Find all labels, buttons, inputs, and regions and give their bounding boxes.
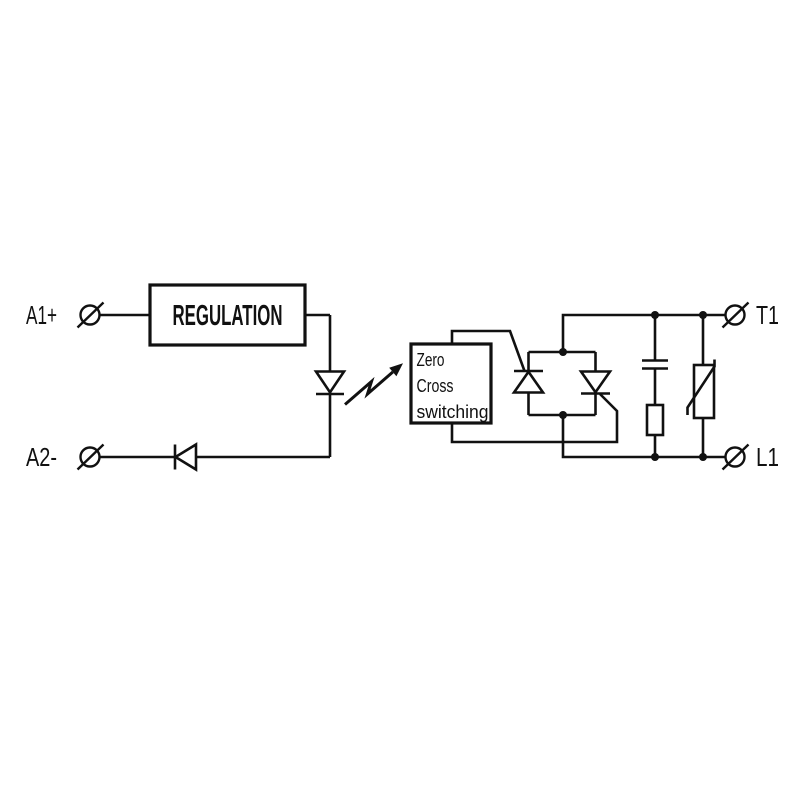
optical-signal-line [344, 370, 394, 406]
junction-dot [559, 348, 567, 356]
terminal-t1-icon [721, 301, 750, 329]
scr-right-triangle [578, 370, 613, 395]
zero-cross-label-line1: Zero [417, 350, 445, 370]
optical-signal-arrowhead [389, 363, 403, 377]
zero-cross-block: Zero Cross switching [409, 342, 493, 425]
varistor-diagonal [686, 359, 716, 415]
capacitor-icon [642, 359, 668, 370]
terminal-l1-slash [721, 443, 750, 471]
terminal-l1-circle [724, 446, 746, 468]
junction-dots [559, 311, 707, 461]
led-triangle [313, 370, 347, 395]
wire-l1-line [561, 415, 726, 459]
terminal-a2-circle [79, 446, 101, 468]
terminal-a2-label: A2- [26, 442, 57, 472]
regulation-box [148, 283, 307, 347]
input-diode-icon [173, 442, 198, 472]
thyristor-right-icon [578, 370, 613, 395]
junction-dot [699, 311, 707, 319]
gate-wire-bottom [450, 393, 619, 444]
junction-dot [699, 453, 707, 461]
zero-cross-label-line3: switching [417, 402, 489, 422]
led-diode-icon [313, 370, 347, 396]
zero-cross-box [409, 342, 493, 425]
gate-wire-top [450, 329, 526, 372]
terminal-a2-slash [76, 443, 105, 471]
wire-t1-line [561, 313, 726, 352]
junction-dot [651, 311, 659, 319]
terminal-a2-icon [76, 443, 105, 471]
regulation-label: REGULATION [173, 300, 283, 332]
varistor-icon [686, 359, 716, 420]
terminal-l1-label: L1 [756, 442, 779, 472]
junction-dot [651, 453, 659, 461]
terminal-a1-slash [76, 301, 105, 329]
varistor-body [692, 363, 716, 420]
terminal-a1-label: A1+ [26, 300, 57, 330]
terminal-l1-icon [721, 443, 750, 471]
terminal-a1-circle [79, 304, 101, 326]
zigzag-arrow-icon [344, 363, 403, 406]
terminal-t1-circle [724, 304, 746, 326]
thyristor-left-icon [511, 369, 546, 394]
resistor-body [645, 403, 665, 437]
diode-triangle [173, 442, 198, 472]
zero-cross-label-line2: Cross [417, 376, 454, 396]
junction-dot [559, 411, 567, 419]
terminal-t1-slash [721, 301, 750, 329]
terminal-a1-icon [76, 301, 105, 329]
regulation-block: REGULATION [148, 283, 307, 347]
scr-left-triangle [511, 369, 546, 394]
resistor-icon [645, 403, 665, 437]
terminal-t1-label: T1 [756, 300, 779, 330]
